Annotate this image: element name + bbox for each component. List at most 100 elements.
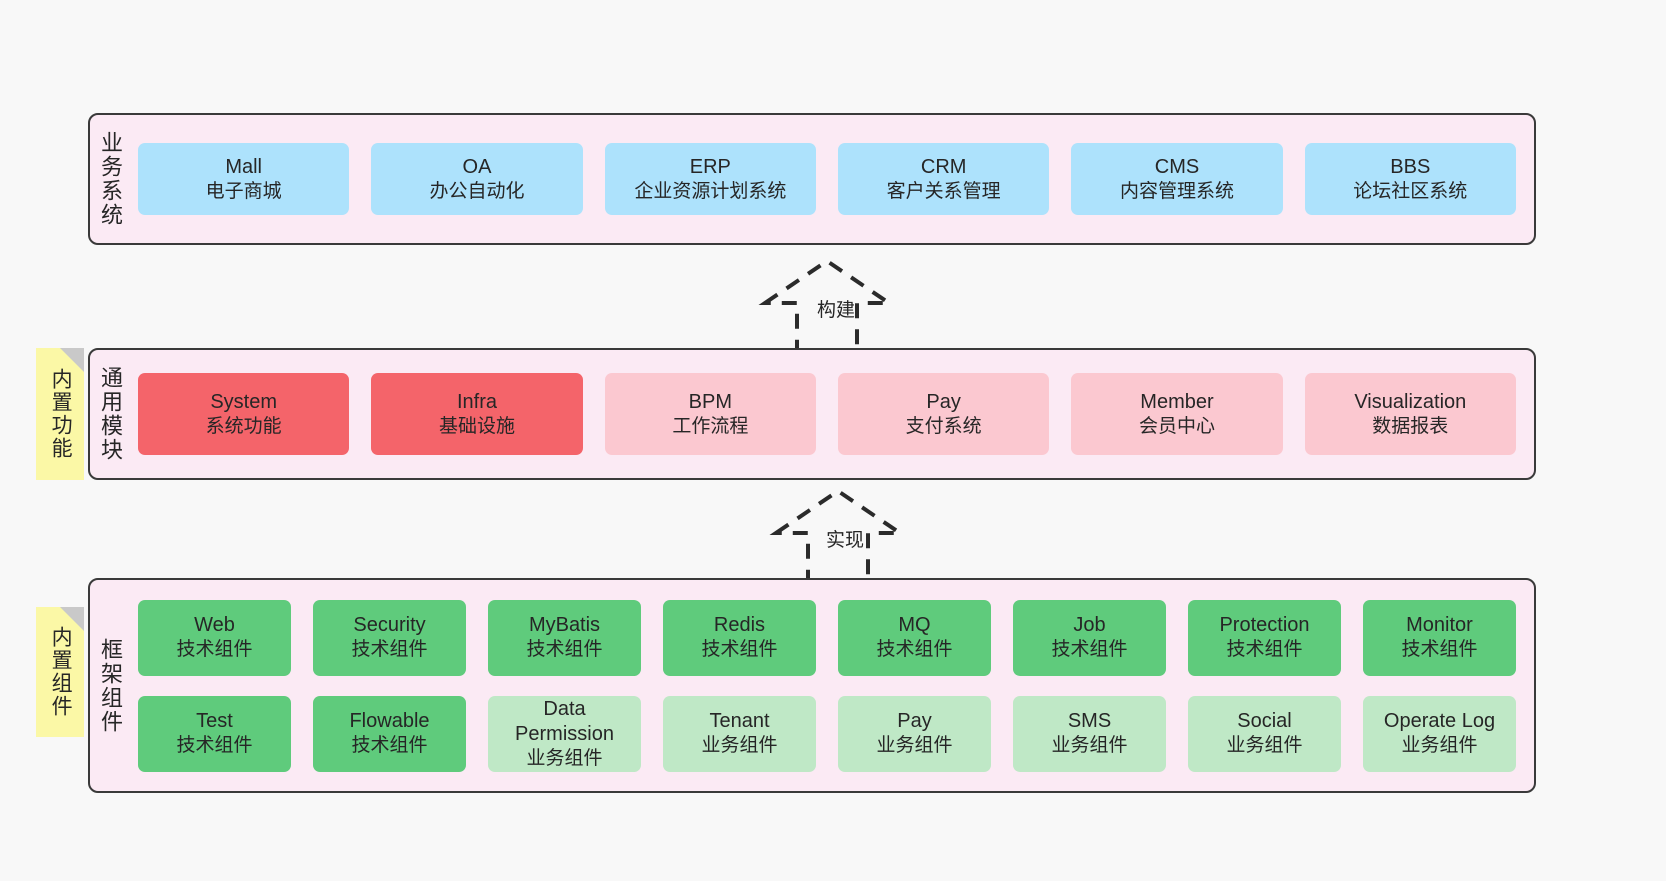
- card-subtitle: 技术组件: [176, 735, 253, 757]
- card-operate-log[interactable]: Operate Log 业务组件: [1363, 695, 1516, 772]
- card-oa[interactable]: OA 办公自动化: [371, 143, 583, 215]
- card-title: Infra: [456, 390, 497, 413]
- connector-label: 构建: [817, 300, 856, 321]
- card-subtitle: 技术组件: [1401, 639, 1478, 661]
- card-data-permission[interactable]: Data Permission 业务组件: [488, 695, 641, 772]
- card-title: MyBatis: [528, 614, 601, 637]
- card-row: Mall 电子商城 OA 办公自动化 ERP 企业资源计划系统 CRM 客户关系…: [138, 143, 1516, 215]
- card-subtitle: 支付系统: [905, 415, 982, 437]
- card-pay-module[interactable]: Pay 支付系统: [837, 373, 1050, 455]
- dashed-arrow-up-icon: [758, 258, 896, 353]
- card-tenant[interactable]: Tenant 业务组件: [663, 695, 816, 772]
- card-title: BPM: [688, 390, 732, 413]
- card-subtitle: 业务组件: [1051, 735, 1128, 757]
- card-subtitle: 基础设施: [438, 415, 515, 437]
- card-title: BBS: [1390, 155, 1431, 178]
- card-title: Data Permission: [515, 697, 614, 745]
- layer-body-common-modules: System 系统功能 Infra 基础设施 BPM 工作流程 Pay 支付系统…: [130, 350, 1534, 478]
- card-title: Security: [353, 614, 426, 637]
- card-title: Operate Log: [1383, 710, 1496, 733]
- card-bbs[interactable]: BBS 论坛社区系统: [1304, 143, 1516, 215]
- card-sms[interactable]: SMS 业务组件: [1013, 695, 1166, 772]
- card-title: CRM: [920, 155, 967, 178]
- card-flowable[interactable]: Flowable 技术组件: [313, 695, 466, 772]
- card-title: Job: [1073, 614, 1106, 637]
- card-subtitle: 企业资源计划系统: [634, 180, 787, 202]
- card-title: Mall: [225, 155, 262, 178]
- card-cms[interactable]: CMS 内容管理系统: [1071, 143, 1283, 215]
- card-subtitle: 客户关系管理: [886, 180, 1001, 202]
- card-protection[interactable]: Protection 技术组件: [1188, 599, 1341, 676]
- card-member[interactable]: Member 会员中心: [1071, 373, 1283, 455]
- card-subtitle: 内容管理系统: [1119, 180, 1234, 202]
- card-row: Test 技术组件 Flowable 技术组件 Data Permission …: [138, 695, 1516, 772]
- card-subtitle: 技术组件: [1226, 639, 1303, 661]
- card-pay-component[interactable]: Pay 业务组件: [838, 695, 991, 772]
- layer-body-business-systems: Mall 电子商城 OA 办公自动化 ERP 企业资源计划系统 CRM 客户关系…: [130, 115, 1534, 243]
- card-mybatis[interactable]: MyBatis 技术组件: [488, 599, 641, 676]
- card-system[interactable]: System 系统功能: [138, 373, 350, 455]
- card-crm[interactable]: CRM 客户关系管理: [837, 143, 1050, 215]
- card-monitor[interactable]: Monitor 技术组件: [1363, 599, 1516, 676]
- card-web[interactable]: Web 技术组件: [138, 599, 291, 676]
- layer-business-systems: 业务系统 Mall 电子商城 OA 办公自动化 ERP 企业资源计划系统 CRM…: [88, 113, 1536, 245]
- card-erp[interactable]: ERP 企业资源计划系统: [604, 143, 816, 215]
- card-redis[interactable]: Redis 技术组件: [663, 599, 816, 676]
- card-title: Member: [1140, 390, 1214, 413]
- layer-title-business-systems: 业务系统: [97, 131, 123, 227]
- card-subtitle: 电子商城: [205, 180, 282, 202]
- card-title: Pay: [897, 710, 932, 733]
- folded-corner-icon: [60, 348, 84, 372]
- connector-implement: 实现: [760, 485, 950, 595]
- card-title: Flowable: [349, 710, 430, 733]
- card-title: System: [210, 390, 277, 413]
- card-title: SMS: [1067, 710, 1112, 733]
- card-social[interactable]: Social 业务组件: [1188, 695, 1341, 772]
- card-subtitle: 业务组件: [526, 747, 603, 769]
- card-subtitle: 业务组件: [1401, 735, 1478, 757]
- connector-label: 实现: [826, 530, 865, 551]
- card-title: Web: [194, 614, 235, 637]
- card-subtitle: 会员中心: [1138, 415, 1215, 437]
- card-title: CMS: [1154, 155, 1200, 178]
- card-title: Monitor: [1406, 614, 1473, 637]
- layer-common-modules: 通用模块 System 系统功能 Infra 基础设施 BPM 工作流程 Pay…: [88, 348, 1536, 480]
- card-title: MQ: [898, 614, 931, 637]
- card-visualization[interactable]: Visualization 数据报表: [1304, 373, 1516, 455]
- dashed-arrow-up-icon: [769, 488, 907, 583]
- card-subtitle: 技术组件: [351, 735, 428, 757]
- card-job[interactable]: Job 技术组件: [1013, 599, 1166, 676]
- card-security[interactable]: Security 技术组件: [313, 599, 466, 676]
- card-subtitle: 技术组件: [351, 639, 428, 661]
- card-title: Redis: [713, 614, 766, 637]
- card-subtitle: 业务组件: [1226, 735, 1303, 757]
- card-test[interactable]: Test 技术组件: [138, 695, 291, 772]
- card-title: Visualization: [1354, 390, 1467, 413]
- card-subtitle: 技术组件: [876, 639, 953, 661]
- connector-build: 构建: [745, 255, 935, 365]
- card-title: Tenant: [709, 710, 770, 733]
- card-mall[interactable]: Mall 电子商城: [138, 143, 350, 215]
- layer-title-framework-components: 框架组件: [97, 637, 123, 734]
- note-builtin-functions: 内置功能: [36, 348, 84, 480]
- card-subtitle: 技术组件: [176, 639, 253, 661]
- card-row: Web 技术组件 Security 技术组件 MyBatis 技术组件 Redi…: [138, 599, 1516, 676]
- note-builtin-components: 内置组件: [36, 607, 84, 737]
- card-subtitle: 技术组件: [701, 639, 778, 661]
- layer-body-framework-components: Web 技术组件 Security 技术组件 MyBatis 技术组件 Redi…: [130, 580, 1534, 791]
- card-row: System 系统功能 Infra 基础设施 BPM 工作流程 Pay 支付系统…: [138, 373, 1516, 455]
- card-title: OA: [462, 155, 492, 178]
- note-label: 内置功能: [49, 368, 73, 460]
- card-subtitle: 技术组件: [1051, 639, 1128, 661]
- card-infra[interactable]: Infra 基础设施: [371, 373, 583, 455]
- card-subtitle: 办公自动化: [429, 180, 525, 202]
- card-bpm[interactable]: BPM 工作流程: [604, 373, 816, 455]
- card-mq[interactable]: MQ 技术组件: [838, 599, 991, 676]
- card-title: ERP: [689, 155, 731, 178]
- card-title: Protection: [1219, 614, 1310, 637]
- layer-title-common-modules: 通用模块: [97, 366, 123, 462]
- card-subtitle: 技术组件: [526, 639, 603, 661]
- note-label: 内置组件: [49, 626, 73, 718]
- card-title: Test: [196, 710, 233, 733]
